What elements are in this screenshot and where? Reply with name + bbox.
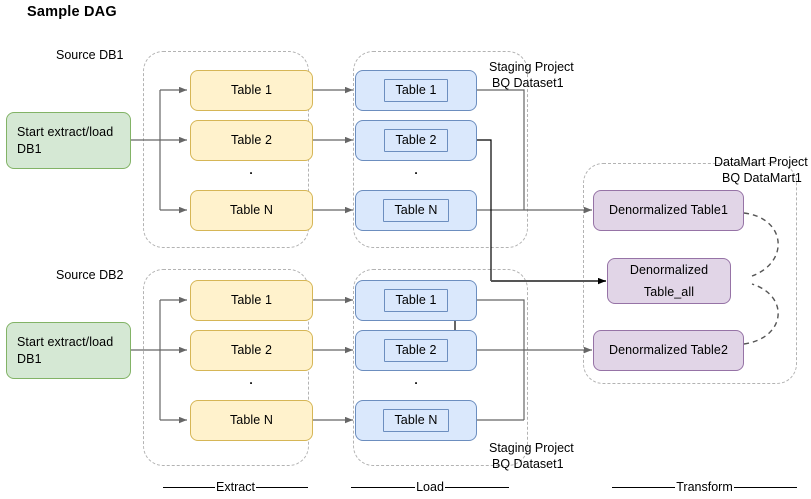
node-extract-db1-table-1[interactable]: Table 1 <box>190 70 313 111</box>
node-label: Table N <box>229 203 274 218</box>
node-label-line1: Denormalized <box>629 262 709 277</box>
group-load-db1 <box>353 51 528 248</box>
group-load-db2 <box>353 269 528 466</box>
node-label: Table 2 <box>230 133 272 148</box>
stage-text: Transform <box>676 480 733 494</box>
stage-label-extract: Extract <box>163 478 308 496</box>
label-datamart-line2: BQ DataMart1 <box>722 171 802 185</box>
group-datamart <box>583 163 797 384</box>
node-extract-db2-table-2[interactable]: Table 2 <box>190 330 313 371</box>
stage-rule-left <box>351 486 416 488</box>
node-load-db1-table-2[interactable]: Table 2 <box>355 120 477 161</box>
stage-label-load: Load <box>351 478 509 496</box>
node-label: Table 2 <box>384 339 448 362</box>
node-extract-db2-table-n[interactable]: Table N <box>190 400 313 441</box>
stage-text: Load <box>416 480 444 494</box>
node-load-db2-table-1[interactable]: Table 1 <box>355 280 477 321</box>
node-load-db2-table-2[interactable]: Table 2 <box>355 330 477 371</box>
node-label: Table N <box>229 413 274 428</box>
node-denormalized-table1[interactable]: Denormalized Table1 <box>593 190 744 231</box>
page-title: Sample DAG <box>27 4 117 20</box>
node-label-line2: Table_all <box>643 284 695 299</box>
label-staging-db1-line1: Staging Project <box>489 60 574 74</box>
label-staging-db1-line2: BQ Dataset1 <box>492 76 564 90</box>
node-label: Table 1 <box>230 83 272 98</box>
node-label: Table N <box>383 409 449 432</box>
node-start-db2-line1: Start extract/load <box>17 334 114 349</box>
node-start-extract-load-db2[interactable]: Start extract/load DB1 <box>6 322 131 379</box>
node-load-db2-table-n[interactable]: Table N <box>355 400 477 441</box>
label-datamart-line1: DataMart Project <box>714 155 808 169</box>
node-start-db1-line2: DB1 <box>17 141 42 156</box>
node-label: Table N <box>383 199 449 222</box>
node-start-extract-load-db1[interactable]: Start extract/load DB1 <box>6 112 131 169</box>
label-staging-db2-line1: Staging Project <box>489 441 574 455</box>
stage-rule-right <box>444 486 509 488</box>
stage-label-transform: Transform <box>612 478 797 496</box>
node-extract-db1-table-n[interactable]: Table N <box>190 190 313 231</box>
node-extract-db2-table-1[interactable]: Table 1 <box>190 280 313 321</box>
node-label: Table 1 <box>230 293 272 308</box>
label-source-db1: Source DB1 <box>56 48 124 62</box>
stage-rule-left <box>612 486 676 488</box>
label-staging-db2-line2: BQ Dataset1 <box>492 457 564 471</box>
stage-rule-left <box>163 486 216 488</box>
stage-rule-right <box>255 486 308 488</box>
node-start-db2-line2: DB1 <box>17 351 42 366</box>
node-denormalized-table2[interactable]: Denormalized Table2 <box>593 330 744 371</box>
node-label: Table 1 <box>384 79 448 102</box>
node-extract-db1-table-2[interactable]: Table 2 <box>190 120 313 161</box>
node-denormalized-table-all[interactable]: Denormalized Table_all <box>607 258 731 304</box>
node-load-db1-table-1[interactable]: Table 1 <box>355 70 477 111</box>
node-label: Table 2 <box>230 343 272 358</box>
node-start-db1-line1: Start extract/load <box>17 124 114 139</box>
node-label: Denormalized Table1 <box>608 203 729 218</box>
stage-rule-right <box>733 486 797 488</box>
node-label: Denormalized Table2 <box>608 343 729 358</box>
label-source-db2: Source DB2 <box>56 268 124 282</box>
node-label: Table 2 <box>384 129 448 152</box>
stage-text: Extract <box>216 480 255 494</box>
node-label: Table 1 <box>384 289 448 312</box>
node-load-db1-table-n[interactable]: Table N <box>355 190 477 231</box>
